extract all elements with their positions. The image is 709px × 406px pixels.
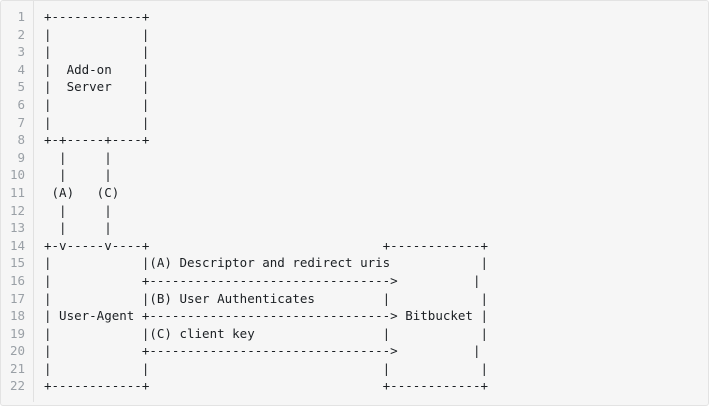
line-number: 20 (9, 343, 25, 359)
code-line: +------------+ +------------+ (44, 378, 489, 394)
code-line: +-v-----v----+ +------------+ (44, 237, 489, 253)
ascii-diagram-pre: +------------+| || || Add-on || Server |… (44, 8, 708, 395)
code-line: | |(C) client key | | (44, 325, 489, 341)
line-number: 21 (9, 360, 25, 376)
line-number: 13 (9, 220, 25, 236)
line-number: 1 (17, 9, 25, 24)
line-number: 7 (17, 114, 25, 130)
line-number: 15 (9, 255, 25, 271)
line-number: 22 (9, 378, 25, 394)
code-line: | User-Agent +--------------------------… (44, 308, 489, 324)
line-number: 14 (9, 237, 25, 253)
line-number: 6 (17, 96, 25, 112)
line-number: 11 (9, 184, 25, 200)
line-number-gutter: 1 2 3 4 5 6 7 8 9 10 11 12 13 14 15 16 1… (1, 1, 34, 403)
line-number: 19 (9, 325, 25, 341)
line-number: 8 (17, 132, 25, 148)
code-line: +-+-----+----+ (44, 132, 150, 148)
ascii-diagram-content[interactable]: +------------+| || || Add-on || Server |… (34, 1, 708, 403)
line-number: 16 (9, 272, 25, 288)
code-line: | | | | (44, 360, 489, 376)
code-line: | |(A) Descriptor and redirect uris | (44, 255, 489, 271)
code-line: | | (44, 96, 150, 112)
code-line: | | (44, 167, 112, 183)
line-number: 12 (9, 202, 25, 218)
code-line: | | (44, 114, 150, 130)
code-line: | | (44, 44, 150, 60)
line-number: 2 (17, 26, 25, 42)
line-number: 10 (9, 167, 25, 183)
code-line: | | (44, 149, 112, 165)
code-line: | | (44, 220, 112, 236)
code-line: | +--------------------------------> | (44, 343, 481, 359)
line-number: 17 (9, 290, 25, 306)
code-line: | | (44, 202, 112, 218)
code-line: | Server | (44, 79, 150, 95)
line-number: 3 (17, 44, 25, 60)
code-line: | Add-on | (44, 61, 150, 77)
line-number: 18 (9, 308, 25, 324)
code-line: | | (44, 26, 150, 42)
code-line: | +--------------------------------> | (44, 272, 481, 288)
code-line: | |(B) User Authenticates | | (44, 290, 489, 306)
line-number: 9 (17, 149, 25, 165)
line-number: 5 (17, 79, 25, 95)
code-line: +------------+ (44, 9, 150, 24)
code-line: (A) (C) (44, 184, 120, 200)
line-number: 4 (17, 61, 25, 77)
